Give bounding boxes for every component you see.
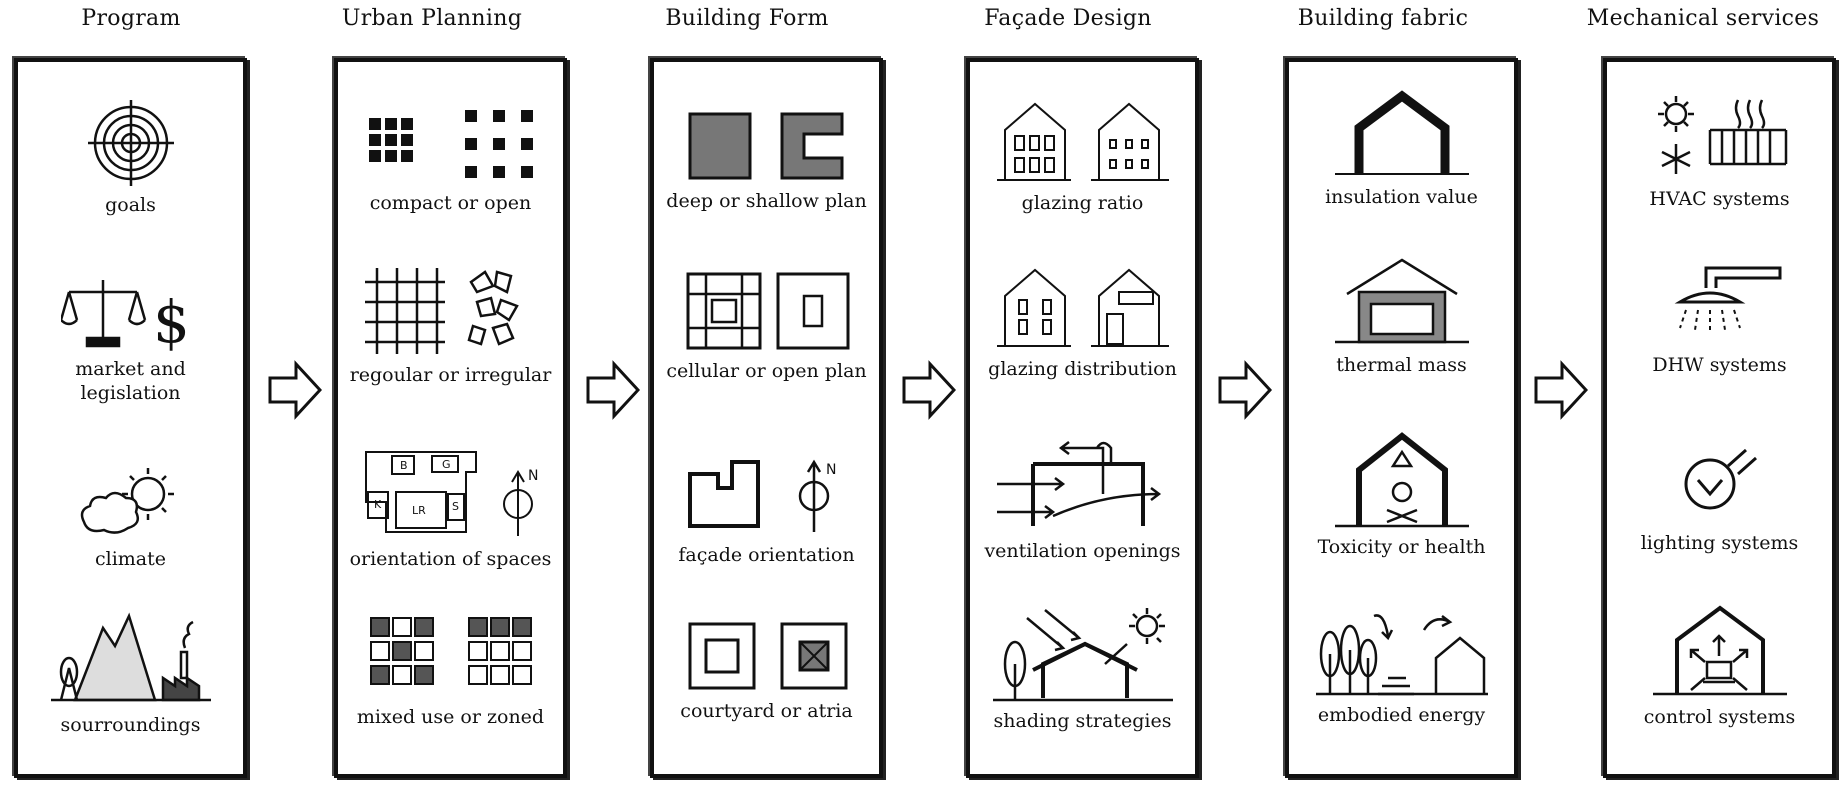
column-title-urban-planning: Urban Planning <box>341 6 523 31</box>
item-label: orientation of spaces <box>349 548 552 570</box>
column-title-facade-design: Façade Design <box>984 6 1152 31</box>
item-lighting-systems: lighting systems <box>1607 440 1832 556</box>
thermal-mass-house-icon <box>1334 258 1469 344</box>
panel-building-fabric: insulation value thermal mass Toxicity o… <box>1285 58 1518 778</box>
svg-text:LR: LR <box>412 504 426 517</box>
svg-text:B: B <box>400 459 408 472</box>
arrow-right-icon <box>1218 360 1273 424</box>
item-label: lighting systems <box>1640 532 1799 554</box>
toxic-house-icon <box>1334 432 1469 528</box>
house-distribution-icon <box>996 268 1169 347</box>
item-label: sourroundings <box>60 714 201 736</box>
item-label: ventilation openings <box>984 540 1181 562</box>
item-facade-orientation: N façade orientation <box>654 454 879 568</box>
item-label: Toxicity or health <box>1317 536 1486 558</box>
street-grid-icon <box>364 268 519 354</box>
panel-facade-design: glazing ratio glazing distribution venti… <box>966 58 1199 778</box>
item-ventilation-openings: ventilation openings <box>970 434 1195 564</box>
shower-head-icon <box>1674 266 1781 332</box>
insulated-house-icon <box>1334 90 1469 175</box>
ventilation-arrows-icon <box>996 441 1161 526</box>
sun-shading-icon <box>992 608 1173 702</box>
light-bulb-icon <box>1684 448 1757 510</box>
item-label: compact or open <box>369 192 532 214</box>
panel-urban-planning: compact or open regoular or irregular B … <box>334 58 567 778</box>
column-title-program: Program <box>81 6 181 31</box>
item-glazing-distribution: glazing distribution <box>970 262 1195 382</box>
item-label: DHW systems <box>1652 354 1787 376</box>
item-compact-or-open: compact or open <box>338 106 563 216</box>
sun-snowflake-radiator-icon <box>1657 96 1787 174</box>
svg-text:S: S <box>452 500 459 513</box>
item-surroundings: sourroundings <box>18 608 243 738</box>
item-insulation-value: insulation value <box>1289 90 1514 210</box>
item-goals: goals <box>18 98 243 218</box>
item-label: climate <box>94 548 167 570</box>
item-label: goals <box>105 194 156 216</box>
item-embodied-energy: embodied energy <box>1289 602 1514 728</box>
item-regular-or-irregular: regoular or irregular <box>338 262 563 388</box>
item-label: insulation value <box>1325 186 1478 208</box>
item-mixed-use-or-zoned: mixed use or zoned <box>338 610 563 730</box>
floor-plan-compass-icon: B G K LR S N <box>364 451 538 536</box>
panel-mechanical-services: HVAC systems DHW systems lighting system… <box>1603 58 1836 778</box>
facade-compass-icon: N <box>687 459 836 532</box>
svg-text:N: N <box>528 468 538 484</box>
item-label: regoular or irregular <box>349 364 552 386</box>
item-shading-strategies: shading strategies <box>970 604 1195 734</box>
item-label: HVAC systems <box>1649 188 1790 210</box>
mountains-factory-icon <box>50 612 211 702</box>
item-climate: climate <box>18 462 243 572</box>
controlled-house-icon <box>1652 605 1787 696</box>
svg-text:K: K <box>374 498 382 511</box>
item-deep-or-shallow-plan: deep or shallow plan <box>654 108 879 214</box>
item-thermal-mass: thermal mass <box>1289 256 1514 378</box>
item-label: shading strategies <box>993 710 1172 732</box>
panel-program: goals $ market and legislation climate s… <box>14 58 247 778</box>
item-label: control systems <box>1643 706 1796 728</box>
dollar-symbol: $ <box>153 288 190 352</box>
item-orientation-of-spaces: B G K LR S N orientation of spaces <box>338 442 563 572</box>
item-label: mixed use or zoned <box>356 706 545 728</box>
column-title-building-form: Building Form <box>665 6 829 31</box>
target-icon <box>87 100 174 186</box>
arrow-right-icon <box>902 360 957 424</box>
courtyard-icon <box>688 622 847 690</box>
item-label: façade orientation <box>678 544 855 566</box>
item-cellular-or-open-plan: cellular or open plan <box>654 268 879 384</box>
arrow-right-icon <box>268 360 323 424</box>
item-label: thermal mass <box>1336 354 1467 376</box>
item-label: market and legislation <box>75 358 186 404</box>
cloud-sun-icon <box>80 468 174 534</box>
item-label: deep or shallow plan <box>666 190 867 212</box>
item-toxicity-or-health: Toxicity or health <box>1289 430 1514 560</box>
block-grid-icon <box>368 110 533 178</box>
item-label: cellular or open plan <box>666 360 867 382</box>
item-glazing-ratio: glazing ratio <box>970 96 1195 216</box>
svg-text:G: G <box>442 458 451 471</box>
column-title-building-fabric: Building fabric <box>1297 6 1469 31</box>
house-windows-icon <box>996 102 1169 181</box>
item-label: glazing distribution <box>988 358 1177 380</box>
item-hvac-systems: HVAC systems <box>1607 92 1832 212</box>
panel-building-form: deep or shallow plan cellular or open pl… <box>650 58 883 778</box>
item-dhw-systems: DHW systems <box>1607 258 1832 378</box>
cellular-plan-icon <box>686 272 849 350</box>
item-control-systems: control systems <box>1607 600 1832 730</box>
item-label: courtyard or atria <box>680 700 853 722</box>
arrow-right-icon <box>1534 360 1589 424</box>
trees-logs-house-icon <box>1315 614 1488 696</box>
column-title-mechanical-services: Mechanical services <box>1586 6 1820 31</box>
item-courtyard-or-atria: courtyard or atria <box>654 618 879 724</box>
svg-text:N: N <box>826 462 836 478</box>
item-label: glazing ratio <box>1021 192 1144 214</box>
item-label: embodied energy <box>1317 704 1486 726</box>
plan-depth-icon <box>688 112 843 180</box>
mixed-use-grid-icon <box>369 617 532 685</box>
scales-dollar-icon: $ <box>60 280 190 352</box>
arrow-right-icon <box>586 360 641 424</box>
item-market-legislation: $ market and legislation <box>18 274 243 406</box>
